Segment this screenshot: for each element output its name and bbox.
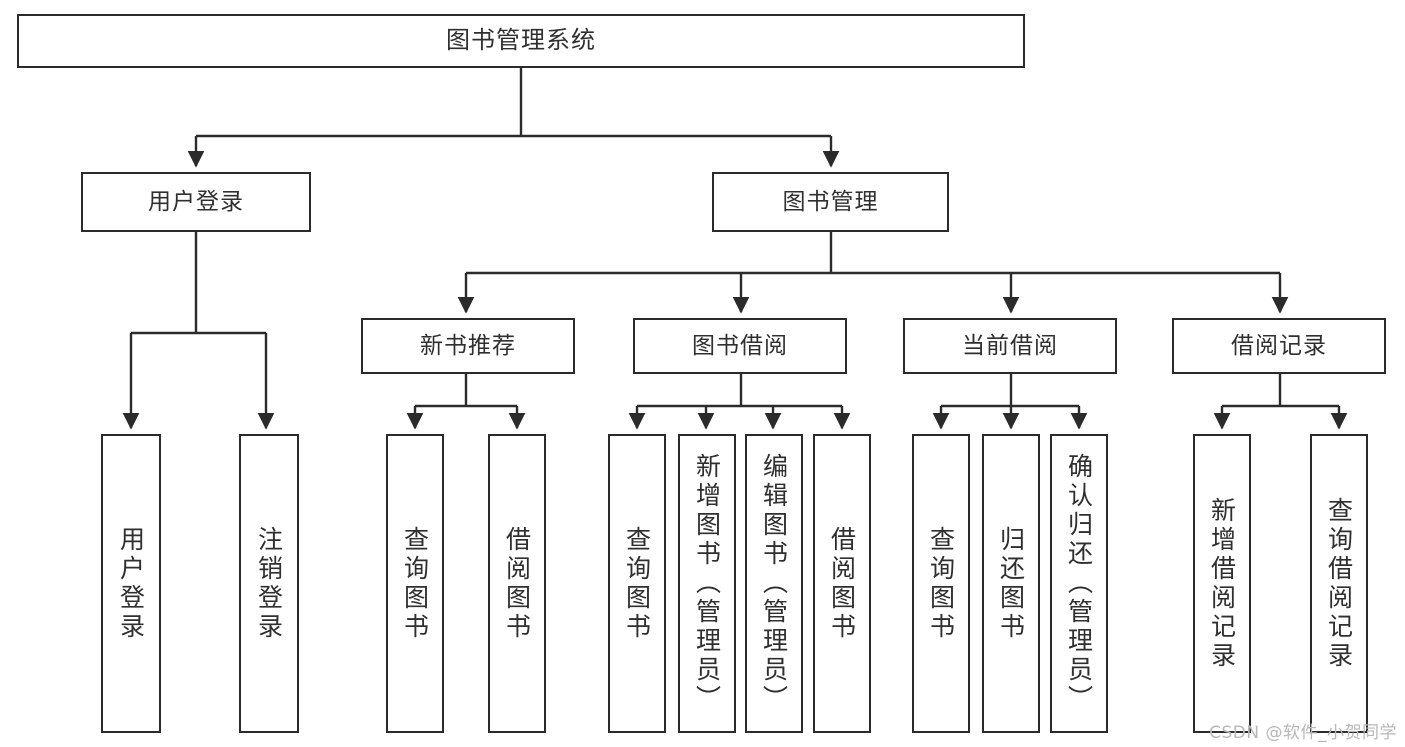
node-leaf-confirm-return[interactable]: 确认归还（管理员） [1050,434,1108,733]
node-leaf-borrow-book-2[interactable]: 借阅图书 [813,434,871,733]
node-leaf-query-book-1[interactable]: 查询图书 [386,434,444,733]
node-book-borrow[interactable]: 图书借阅 [633,318,847,374]
node-leaf-borrow-book-1[interactable]: 借阅图书 [488,434,546,733]
node-label: 用户登录 [148,188,244,215]
node-label: 当前借阅 [962,332,1058,359]
node-label: 查询图书 [622,525,652,642]
node-label: 新书推荐 [420,332,516,359]
node-label: 归还图书 [996,525,1026,642]
node-label: 新增图书（管理员） [692,453,722,714]
node-leaf-add-book[interactable]: 新增图书（管理员） [678,434,736,733]
node-book-management-system[interactable]: 图书管理系统 [17,14,1025,68]
node-leaf-user-login[interactable]: 用户登录 [101,434,161,733]
node-leaf-query-book-2[interactable]: 查询图书 [608,434,666,733]
node-label: 图书管理 [782,188,879,215]
node-leaf-edit-book[interactable]: 编辑图书（管理员） [745,434,803,733]
node-leaf-return-book[interactable]: 归还图书 [982,434,1040,733]
node-label: 用户登录 [116,525,146,642]
node-label: 借阅图书 [502,525,532,642]
node-current-borrow[interactable]: 当前借阅 [903,318,1117,374]
node-label: 借阅图书 [827,525,857,642]
node-label: 借阅记录 [1231,332,1327,359]
node-label: 注销登录 [254,525,284,642]
node-book-management[interactable]: 图书管理 [712,172,949,232]
node-leaf-query-book-3[interactable]: 查询图书 [912,434,970,733]
node-new-book-recommend[interactable]: 新书推荐 [361,318,575,374]
node-label: 确认归还（管理员） [1064,453,1094,714]
node-label: 查询借阅记录 [1324,496,1354,671]
node-label: 图书借阅 [692,332,788,359]
node-user-login[interactable]: 用户登录 [81,172,311,232]
node-label: 查询图书 [926,525,956,642]
node-leaf-query-record[interactable]: 查询借阅记录 [1310,434,1368,733]
node-label: 查询图书 [400,525,430,642]
node-label: 新增借阅记录 [1207,496,1237,671]
node-label: 编辑图书（管理员） [759,453,789,714]
node-borrow-record[interactable]: 借阅记录 [1172,318,1386,374]
node-leaf-add-record[interactable]: 新增借阅记录 [1193,434,1251,733]
node-leaf-logout-login[interactable]: 注销登录 [239,434,299,733]
node-label: 图书管理系统 [446,26,596,55]
csdn-watermark: CSDN @软件_小贺同学 [1209,723,1397,743]
